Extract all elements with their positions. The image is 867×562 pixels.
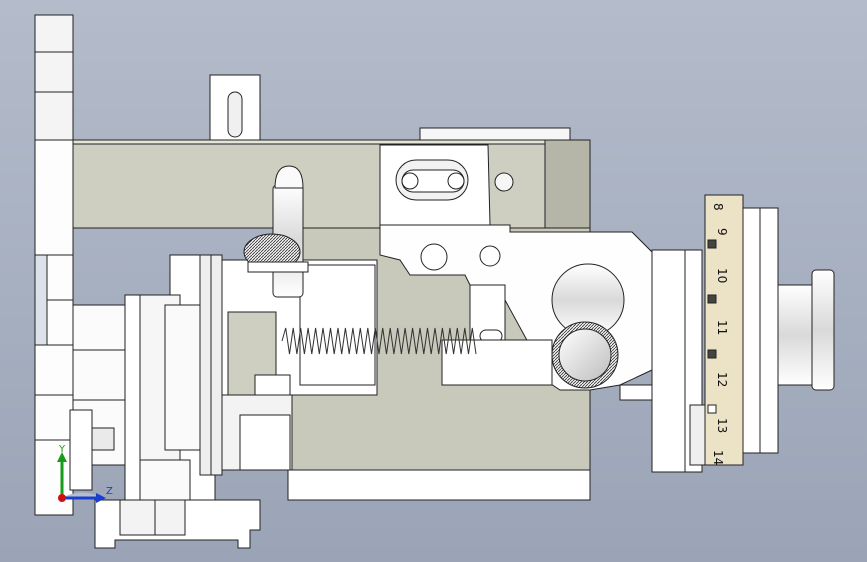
dial-number: 14 <box>711 450 725 465</box>
main-beam <box>72 127 591 229</box>
top-slotted-bracket <box>209 74 261 141</box>
middle-insert-block <box>221 259 378 471</box>
left-clamp-assembly <box>69 254 223 501</box>
vertical-handle[interactable] <box>243 165 309 298</box>
left-side-plate <box>34 14 74 516</box>
dial-number: 8 <box>711 203 725 211</box>
dial-number: 10 <box>715 268 729 283</box>
right-housing <box>651 249 706 473</box>
dial-scale: 8 9 10 11 12 13 14 <box>711 203 729 465</box>
graduated-dial[interactable] <box>704 194 779 466</box>
origin-marker <box>58 494 66 502</box>
tension-spring <box>281 327 477 355</box>
dial-number: 9 <box>715 228 729 236</box>
coordinate-triad: Y Z <box>57 444 113 503</box>
shaft-end <box>777 269 835 391</box>
knurled-knob[interactable] <box>551 321 619 389</box>
dial-number: 12 <box>715 372 729 387</box>
dial-number: 13 <box>715 418 729 433</box>
dial-number: 11 <box>715 320 729 335</box>
z-axis-label: Z <box>106 486 113 497</box>
y-axis-label: Y <box>58 444 66 455</box>
bottom-foot-bracket <box>94 459 261 549</box>
slotted-clamp-block <box>379 144 514 226</box>
